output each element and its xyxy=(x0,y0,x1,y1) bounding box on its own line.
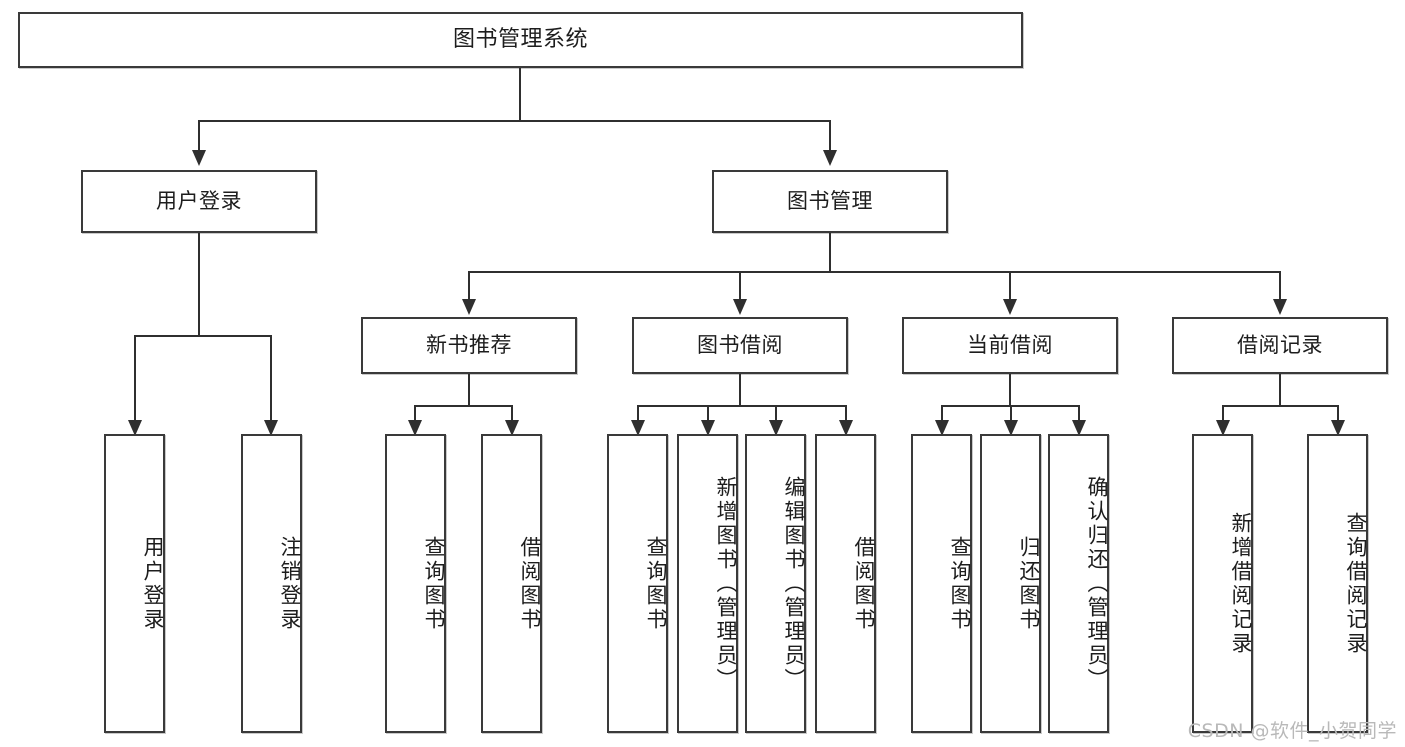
node-label: 查询图书 xyxy=(422,535,446,632)
connector-book-borrow-bar xyxy=(637,405,847,407)
connector-root-bar xyxy=(198,120,831,122)
arrow-bb-to-leaf-2 xyxy=(701,420,715,436)
node-label: 查询图书 xyxy=(644,535,668,632)
connector-user-login-to-leaf-2 xyxy=(270,335,272,420)
arrow-cb-to-leaf-1 xyxy=(935,420,949,436)
node-label: 新增借阅记录 xyxy=(1229,511,1253,656)
connector-current-borrow-stem xyxy=(1009,374,1011,405)
connector-br-to-leaf-1 xyxy=(1222,405,1224,420)
arrow-bb-to-leaf-3 xyxy=(769,420,783,436)
arrow-root-to-book-management xyxy=(823,150,837,166)
node-label: 图书管理系统 xyxy=(452,26,588,52)
arrow-bm-to-current-borrow xyxy=(1003,299,1017,315)
node-label: 借阅图书 xyxy=(852,535,876,632)
csdn-watermark: CSDN @软件_小贺同学 xyxy=(1187,720,1397,742)
arrow-cb-to-leaf-2 xyxy=(1004,420,1018,436)
connector-book-management-stem xyxy=(829,233,831,271)
leaf-current-borrow-confirm-return-admin[interactable]: 确认归还（管理员） xyxy=(1048,434,1109,733)
connector-bm-to-borrow-record xyxy=(1279,271,1281,299)
node-label: 用户登录 xyxy=(141,535,165,632)
node-label: 编辑图书（管理员） xyxy=(782,475,806,692)
connector-bb-to-leaf-2 xyxy=(707,405,709,420)
arrow-nb-to-leaf-1 xyxy=(408,420,422,436)
arrow-bm-to-new-book xyxy=(462,299,476,315)
connector-bm-to-new-book xyxy=(468,271,470,299)
connector-user-login-stem xyxy=(198,233,200,335)
leaf-book-borrow-query-book[interactable]: 查询图书 xyxy=(607,434,668,733)
leaf-book-borrow-add-book-admin[interactable]: 新增图书（管理员） xyxy=(677,434,738,733)
leaf-book-borrow-edit-book-admin[interactable]: 编辑图书（管理员） xyxy=(745,434,806,733)
connector-new-book-bar xyxy=(414,405,513,407)
node-label: 查询图书 xyxy=(948,535,972,632)
connector-book-borrow-stem xyxy=(739,374,741,405)
leaf-new-book-query-book[interactable]: 查询图书 xyxy=(385,434,446,733)
arrow-user-login-to-leaf-2 xyxy=(264,420,278,436)
node-label: 新书推荐 xyxy=(426,332,512,357)
connector-br-to-leaf-2 xyxy=(1337,405,1339,420)
node-label: 用户登录 xyxy=(156,188,242,213)
node-label: 归还图书 xyxy=(1017,535,1041,632)
node-label: 查询借阅记录 xyxy=(1344,511,1368,656)
node-book-management[interactable]: 图书管理 xyxy=(712,170,948,233)
node-current-borrow[interactable]: 当前借阅 xyxy=(902,317,1118,374)
node-label: 借阅图书 xyxy=(518,535,542,632)
connector-book-management-bar xyxy=(468,271,1280,273)
arrow-user-login-to-leaf-1 xyxy=(128,420,142,436)
arrow-bm-to-book-borrow xyxy=(733,299,747,315)
leaf-current-borrow-return-book[interactable]: 归还图书 xyxy=(980,434,1041,733)
leaf-book-borrow-borrow-book[interactable]: 借阅图书 xyxy=(815,434,876,733)
connector-cb-to-leaf-2 xyxy=(1010,405,1012,420)
connector-cb-to-leaf-1 xyxy=(941,405,943,420)
node-label: 图书借阅 xyxy=(697,332,783,357)
arrow-br-to-leaf-2 xyxy=(1331,420,1345,436)
node-label: 新增图书（管理员） xyxy=(714,475,738,692)
leaf-new-book-borrow-book[interactable]: 借阅图书 xyxy=(481,434,542,733)
connector-root-to-user-login xyxy=(198,120,200,150)
arrow-nb-to-leaf-2 xyxy=(505,420,519,436)
connector-root-to-book-management xyxy=(829,120,831,150)
arrow-br-to-leaf-1 xyxy=(1216,420,1230,436)
connector-borrow-record-stem xyxy=(1279,374,1281,405)
arrow-bb-to-leaf-1 xyxy=(631,420,645,436)
node-new-book-recommend[interactable]: 新书推荐 xyxy=(361,317,577,374)
node-label: 图书管理 xyxy=(787,188,873,213)
node-user-login[interactable]: 用户登录 xyxy=(81,170,317,233)
leaf-current-borrow-query-book[interactable]: 查询图书 xyxy=(911,434,972,733)
connector-cb-to-leaf-3 xyxy=(1078,405,1080,420)
node-borrow-record[interactable]: 借阅记录 xyxy=(1172,317,1388,374)
connector-bm-to-current-borrow xyxy=(1009,271,1011,299)
connector-user-login-to-leaf-1 xyxy=(134,335,136,420)
connector-bm-to-book-borrow xyxy=(739,271,741,299)
connector-bb-to-leaf-3 xyxy=(775,405,777,420)
node-label: 借阅记录 xyxy=(1237,332,1323,357)
connector-root-stem xyxy=(519,68,521,120)
leaf-user-login-logout[interactable]: 注销登录 xyxy=(241,434,302,733)
connector-bb-to-leaf-4 xyxy=(845,405,847,420)
arrow-root-to-user-login xyxy=(192,150,206,166)
connector-new-book-stem xyxy=(468,374,470,405)
node-book-borrow[interactable]: 图书借阅 xyxy=(632,317,848,374)
connector-bb-to-leaf-1 xyxy=(637,405,639,420)
leaf-borrow-record-query-record[interactable]: 查询借阅记录 xyxy=(1307,434,1368,733)
connector-nb-to-leaf-2 xyxy=(511,405,513,420)
node-label: 当前借阅 xyxy=(967,332,1053,357)
connector-borrow-record-bar xyxy=(1222,405,1339,407)
node-label: 确认归还（管理员） xyxy=(1085,475,1109,692)
leaf-user-login-user-login[interactable]: 用户登录 xyxy=(104,434,165,733)
connector-nb-to-leaf-1 xyxy=(414,405,416,420)
node-root-book-management-system[interactable]: 图书管理系统 xyxy=(18,12,1023,68)
arrow-cb-to-leaf-3 xyxy=(1072,420,1086,436)
arrow-bm-to-borrow-record xyxy=(1273,299,1287,315)
connector-user-login-bar xyxy=(134,335,271,337)
node-label: 注销登录 xyxy=(278,535,302,632)
arrow-bb-to-leaf-4 xyxy=(839,420,853,436)
leaf-borrow-record-add-record[interactable]: 新增借阅记录 xyxy=(1192,434,1253,733)
